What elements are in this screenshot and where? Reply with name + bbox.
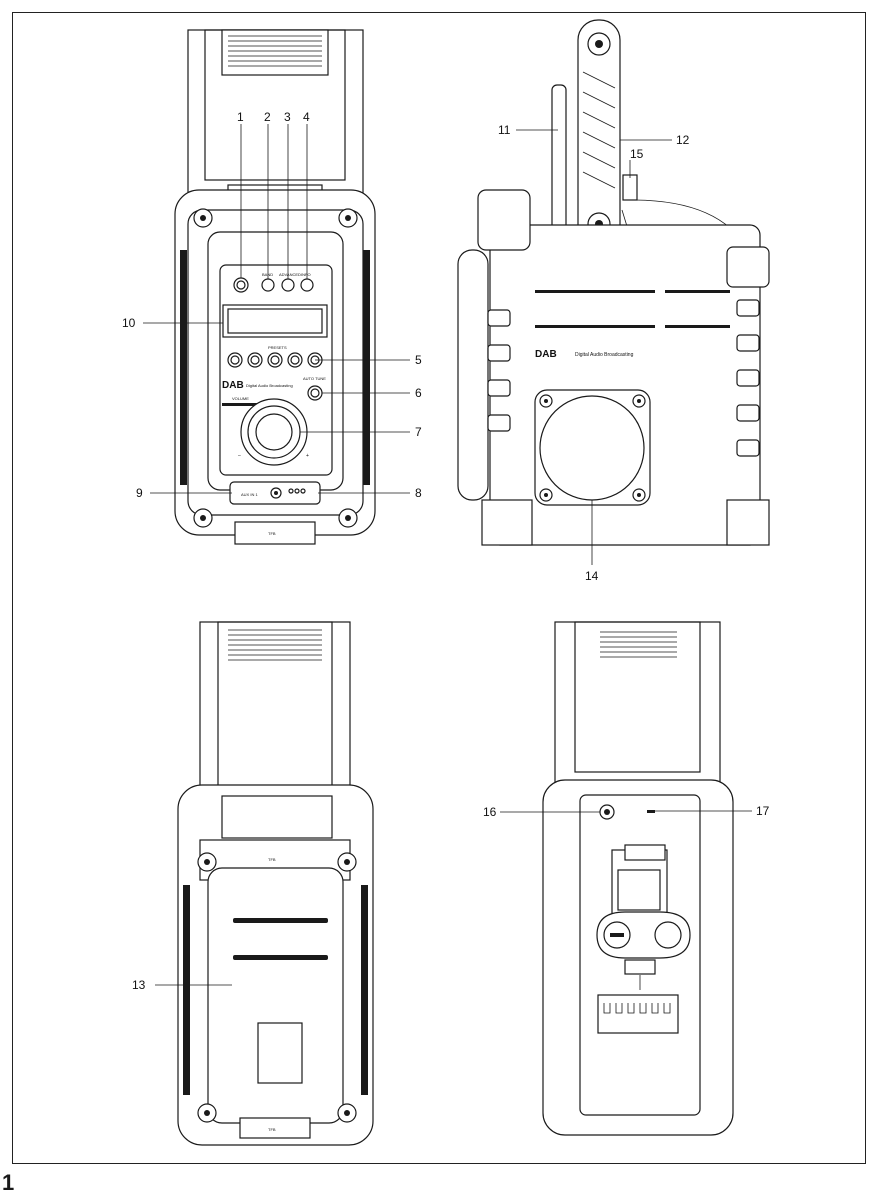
callout-11: 11 [498, 123, 511, 137]
front-dab-tagline: Digital Audio Broadcasting [246, 383, 293, 388]
bottom-handle-grille [600, 631, 677, 658]
auto-tune-label: AUTO TUNE [303, 376, 326, 381]
corner-screws [193, 208, 358, 528]
battery-contact-block [597, 994, 679, 1034]
side-speaker [534, 389, 651, 506]
info-label: INFO [301, 272, 311, 277]
back-label-plate [257, 1022, 303, 1084]
back-corner-screws [197, 852, 357, 1123]
antenna [551, 84, 567, 246]
side-dab-logo: DAB [535, 349, 557, 360]
callout-9: 9 [136, 486, 143, 500]
side-rear-handle [457, 249, 489, 501]
back-side-ribs [183, 885, 368, 1095]
front-dab-logo: DAB [222, 380, 244, 391]
back-handle-grille [228, 629, 322, 661]
front-tfb-label: TFB [268, 531, 276, 536]
side-view: DAB Digital Audio Broadcasting 11 12 15 … [457, 19, 770, 583]
callout-2: 2 [264, 110, 271, 124]
back-slots [233, 918, 328, 960]
front-view: BAND ADVANCED INFO PRESETS DAB Digital A… [122, 29, 422, 545]
battery-mount [596, 844, 691, 990]
side-leader-lines [516, 129, 672, 565]
side-dab-tagline: Digital Audio Broadcasting [575, 352, 634, 358]
figure-number: 1 [2, 1170, 15, 1195]
callout-10: 10 [122, 316, 136, 330]
callout-5: 5 [415, 353, 422, 367]
auto-tune-button [307, 385, 323, 401]
back-tfb-bottom-label: TFB [268, 1127, 276, 1132]
bottom-handle [554, 621, 721, 793]
side-bumper-pads [487, 299, 760, 457]
callout-1: 1 [237, 110, 244, 124]
presets-label: PRESETS [268, 345, 287, 350]
callout-6: 6 [415, 386, 422, 400]
aux-in-label: AUX IN 1 [241, 492, 258, 497]
bottom-leader-lines [500, 810, 752, 813]
back-tfb-top-label: TFB [268, 857, 276, 862]
callout-15: 15 [630, 147, 644, 161]
callout-17: 17 [756, 804, 770, 818]
advanced-label: ADVANCED [279, 272, 301, 277]
handle-vent-grille [228, 35, 322, 67]
volume-knob [240, 398, 308, 466]
back-view: TFB TFB 13 [132, 621, 374, 1146]
callout-14: 14 [585, 569, 599, 583]
preset-buttons [227, 352, 323, 368]
battery-contacts [603, 1003, 671, 1014]
bottom-indicator-17 [647, 810, 655, 813]
front-leader-lines [143, 124, 410, 494]
back-bottom-bumper [239, 1117, 311, 1139]
volume-label: VOLUME [232, 396, 249, 401]
callout-7: 7 [415, 425, 422, 439]
bottom-view: 16 17 [483, 621, 770, 1136]
callout-13: 13 [132, 978, 146, 992]
side-slots [535, 290, 730, 328]
back-panel [207, 867, 344, 1124]
bottom-bumper [234, 521, 316, 545]
volume-minus: – [238, 453, 241, 459]
callout-4: 4 [303, 110, 310, 124]
figure-frame [12, 12, 866, 1164]
handle-grip-ribs [582, 71, 616, 189]
callout-3: 3 [284, 110, 291, 124]
callout-8: 8 [415, 486, 422, 500]
callout-12: 12 [676, 133, 690, 147]
front-side-ribs [180, 250, 370, 485]
display-window [222, 304, 328, 338]
volume-plus: + [306, 453, 309, 459]
handle-latch [622, 174, 638, 201]
callout-16: 16 [483, 805, 497, 819]
